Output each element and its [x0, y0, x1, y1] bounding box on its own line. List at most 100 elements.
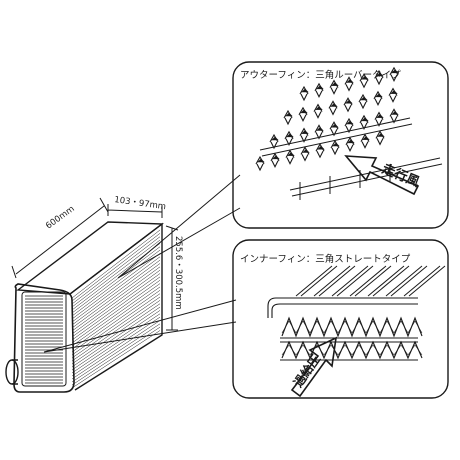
inner-fin-diag-line [295, 265, 333, 297]
side-hatch-line [71, 313, 161, 374]
louver-blade [285, 112, 293, 117]
inner-fin-triangle-inner [281, 320, 423, 334]
inner-fin-triangle-row [281, 340, 423, 360]
outer-fin-title: アウターフィン：三角ルーバータイプ [240, 69, 401, 81]
inner-fin-diag-line [367, 265, 405, 297]
louver-blade [345, 99, 353, 104]
inner-fin-diag-line [372, 265, 410, 297]
louver-fin [330, 139, 340, 156]
louver-blade [347, 139, 355, 144]
leader-lines [43, 174, 241, 353]
side-hatch-line [71, 300, 161, 362]
side-hatch-line [71, 283, 161, 347]
louver-blade [300, 109, 308, 114]
louver-fin [360, 133, 370, 149]
side-hatch-line [71, 280, 161, 344]
louver-blade [286, 133, 294, 138]
louver-blade [316, 126, 324, 131]
louver-blade [315, 106, 323, 110]
side-hatch-line [71, 303, 161, 365]
airflow-arrow-shape [344, 155, 420, 196]
outer-fin-callout: アウターフィン：三角ルーバータイプ 走行風 [232, 61, 449, 229]
louver-blade [346, 120, 354, 125]
louver-blade [376, 114, 384, 118]
louver-fin [255, 155, 265, 172]
side-hatch-line [71, 320, 161, 380]
louver-blade [376, 72, 384, 77]
inner-fin-triangle-row [281, 316, 423, 338]
side-hatch-line [71, 330, 161, 389]
side-hatch-line [71, 326, 161, 386]
louver-blade [390, 90, 398, 94]
louver-blade [362, 136, 370, 140]
inner-fin-callout: インナーフィン：三角ストレートタイプ 過給圧 [232, 239, 449, 399]
length-dim-line [11, 197, 109, 279]
louver-blade [361, 75, 369, 80]
side-hatch-line [71, 323, 161, 383]
louver-fin [388, 87, 398, 103]
louver-fin [270, 152, 280, 169]
louver-blade [331, 123, 339, 128]
side-hatch-line [71, 293, 161, 356]
louver-blade [375, 93, 383, 98]
side-hatch-line [71, 246, 161, 314]
side-hatch-line [71, 306, 161, 368]
inner-fin-diag-line [408, 265, 446, 297]
louver-fin [315, 143, 325, 159]
louver-blade [332, 142, 340, 147]
airflow-arrow-label: 走行風 [380, 161, 422, 190]
core-front-hatching [25, 295, 63, 384]
side-hatch-line [71, 263, 161, 329]
louver-blade [346, 78, 354, 83]
side-hatch-line [71, 249, 161, 317]
core-front-plate [21, 291, 67, 387]
core-front-tank [13, 283, 75, 393]
inner-fin-callout-box [232, 239, 449, 399]
louver-blade [391, 69, 399, 74]
side-hatch-line [71, 239, 161, 308]
inner-fin-diag-line [300, 265, 338, 297]
inner-fin-diag-line [354, 265, 392, 297]
louver-blade [391, 110, 399, 115]
side-hatch-line [71, 256, 161, 323]
inner-fin-diag-line [403, 265, 441, 297]
side-hatch-line [71, 259, 161, 326]
side-hatch-line [71, 310, 161, 371]
airflow-arrow: 走行風 [344, 155, 422, 196]
louver-blade [272, 155, 280, 160]
louver-blade [331, 82, 339, 86]
inner-fin-triangle-inner [281, 344, 423, 356]
outer-fin-louvers [255, 66, 399, 172]
side-hatch-line [71, 229, 161, 299]
side-hatch-line [71, 273, 161, 338]
inner-fin-diag-line [318, 265, 356, 297]
side-hatch-line [71, 290, 161, 353]
outer-fin-tubes [259, 117, 443, 200]
louver-blade [360, 96, 368, 101]
louver-fin [329, 79, 339, 95]
side-hatch-line [71, 276, 161, 341]
louver-fin [358, 93, 368, 110]
core-pipe-body [12, 359, 18, 385]
louver-blade [271, 136, 279, 141]
inner-fin-leader [43, 299, 237, 353]
intercooler-core [5, 221, 164, 393]
side-hatch-line [71, 269, 161, 335]
outer-fin-callout-box [232, 61, 449, 229]
louver-blade [301, 130, 309, 134]
side-hatch-line [71, 296, 161, 359]
side-hatch-line [71, 286, 161, 350]
core-pipe-nozzle [5, 359, 19, 385]
louver-fin [343, 97, 353, 113]
louver-blade [287, 152, 295, 156]
boost-arrow-shape [290, 336, 337, 398]
louver-fin [299, 85, 309, 102]
louver-fin [345, 136, 355, 153]
inner-fin-top-strips [295, 265, 446, 297]
width-dim-label: 103・97mm [114, 195, 167, 212]
inner-fin-diag-line [313, 265, 351, 297]
louver-blade [361, 117, 369, 122]
louver-fin [314, 82, 324, 99]
inner-fin-triangles [281, 316, 423, 360]
